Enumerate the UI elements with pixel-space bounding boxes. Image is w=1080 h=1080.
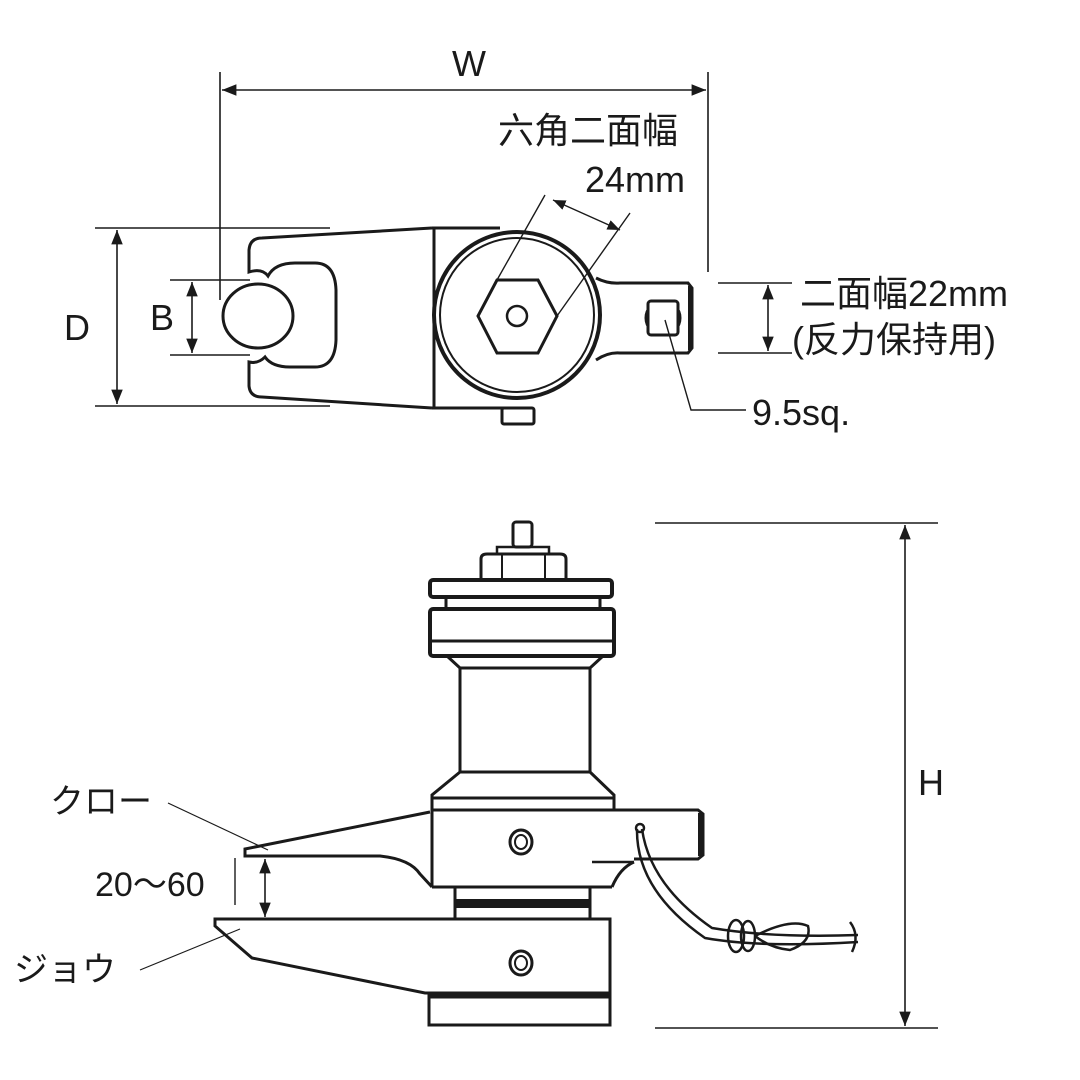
hex-dimension xyxy=(496,194,631,317)
top-view xyxy=(95,72,792,426)
jaw xyxy=(213,917,612,995)
hex-center xyxy=(505,304,529,328)
safety-wire xyxy=(634,822,859,954)
claw-label: クロー xyxy=(50,783,152,821)
top-flange xyxy=(428,578,614,599)
depth-label: D xyxy=(64,307,90,348)
h-dimension xyxy=(655,522,938,1029)
width-label: W xyxy=(452,43,486,84)
square-drive xyxy=(646,299,680,337)
jaw-leader xyxy=(139,928,241,971)
jaw-label: ジョウ xyxy=(14,951,116,989)
range-label: 20〜60 xyxy=(95,866,205,904)
square-drive-label: 9.5sq. xyxy=(752,392,851,433)
w-dimension xyxy=(219,72,709,300)
ball xyxy=(221,282,295,350)
square-leader xyxy=(664,319,746,411)
cylinder xyxy=(458,666,592,774)
bottom-tab xyxy=(500,406,536,426)
top-nut xyxy=(479,552,568,580)
hex-label-line2: 24mm xyxy=(585,159,686,200)
upper-ring xyxy=(428,607,616,658)
side-view xyxy=(139,520,938,1029)
hex-label-line1: 六角二面幅 xyxy=(498,110,679,151)
housing-outer xyxy=(432,230,602,400)
claw xyxy=(243,810,434,889)
housing-inner xyxy=(439,237,595,393)
claw-block xyxy=(432,808,705,861)
opening-label: B xyxy=(150,297,175,338)
reaction-width-dimension xyxy=(718,282,792,354)
claw-leader xyxy=(167,802,269,851)
top-stub xyxy=(511,520,534,549)
reaction-label-line2: (反力保持用) xyxy=(792,319,996,360)
jaw-body-outline xyxy=(247,226,433,410)
reaction-label-line1: 二面幅22mm xyxy=(800,273,1009,314)
b-dimension xyxy=(170,279,250,356)
bolt-upper xyxy=(508,828,534,856)
base-ring xyxy=(427,991,612,1027)
d-dimension xyxy=(95,227,330,407)
bolt-lower xyxy=(508,949,534,977)
height-label: H xyxy=(918,762,944,803)
